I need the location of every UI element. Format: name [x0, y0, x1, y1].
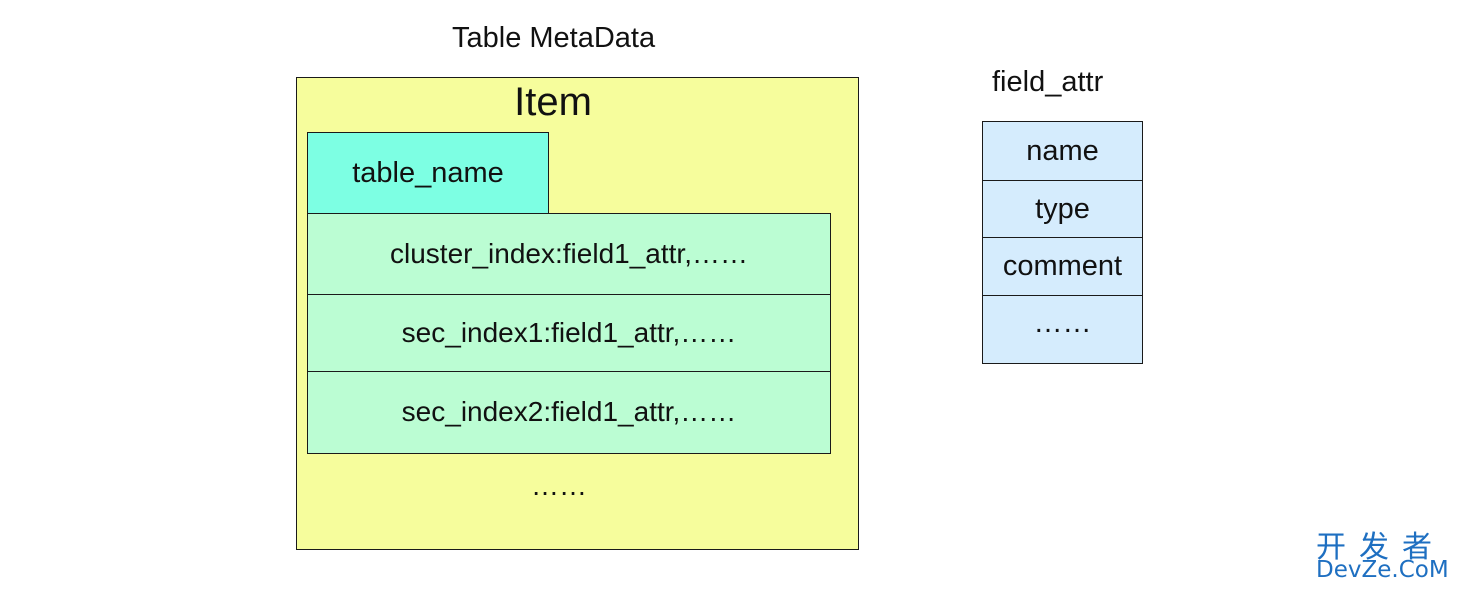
item-label: Item — [514, 80, 592, 124]
index-row-sec-index2: sec_index2:field1_attr,…… — [401, 396, 737, 427]
watermark-chinese: 开发者 — [1316, 530, 1445, 565]
table-name-box: table_name — [307, 132, 549, 215]
index-row-sec-index1: sec_index1:field1_attr,…… — [308, 295, 830, 372]
field-attr-row-ellipsis: …… — [1033, 306, 1092, 339]
field-attr-row-comment: comment — [983, 238, 1142, 296]
field-attr-table: name type comment …… — [982, 121, 1143, 364]
field-attr-row-name: name — [983, 122, 1142, 181]
index-row-cluster: cluster_index:field1_attr,…… — [308, 214, 830, 295]
index-table: cluster_index:field1_attr,…… sec_index1:… — [307, 213, 831, 454]
item-ellipsis: …… — [531, 470, 587, 501]
table-name-label: table_name — [352, 157, 504, 189]
diagram-title: Table MetaData — [452, 22, 656, 54]
watermark-latin: DevZe.CoM — [1316, 557, 1449, 583]
field-attr-row-type: type — [983, 181, 1142, 238]
field-attr-title: field_attr — [992, 66, 1104, 98]
